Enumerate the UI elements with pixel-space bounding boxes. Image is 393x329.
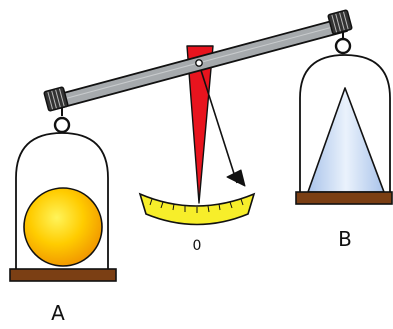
- sphere: [23, 187, 103, 267]
- label-b: B: [338, 227, 352, 251]
- bell-jar-b: [299, 54, 391, 196]
- pivot: [195, 59, 203, 67]
- scale-ticks: [149, 198, 244, 213]
- left-end-cap: [43, 86, 69, 112]
- bell-jar-a: [15, 132, 109, 270]
- label-a: A: [51, 301, 65, 325]
- base-a: [9, 268, 117, 282]
- right-hook: [334, 31, 352, 55]
- left-hook: [53, 108, 71, 134]
- deflection-arrow: [198, 63, 246, 187]
- cone: [307, 87, 385, 193]
- pan-a: A: [9, 132, 117, 325]
- pan-b: B: [295, 54, 393, 251]
- scale-zero-label: 0: [193, 238, 202, 254]
- scale-dial: 0: [138, 192, 256, 254]
- right-end-cap: [327, 9, 353, 35]
- base-b: [295, 191, 393, 205]
